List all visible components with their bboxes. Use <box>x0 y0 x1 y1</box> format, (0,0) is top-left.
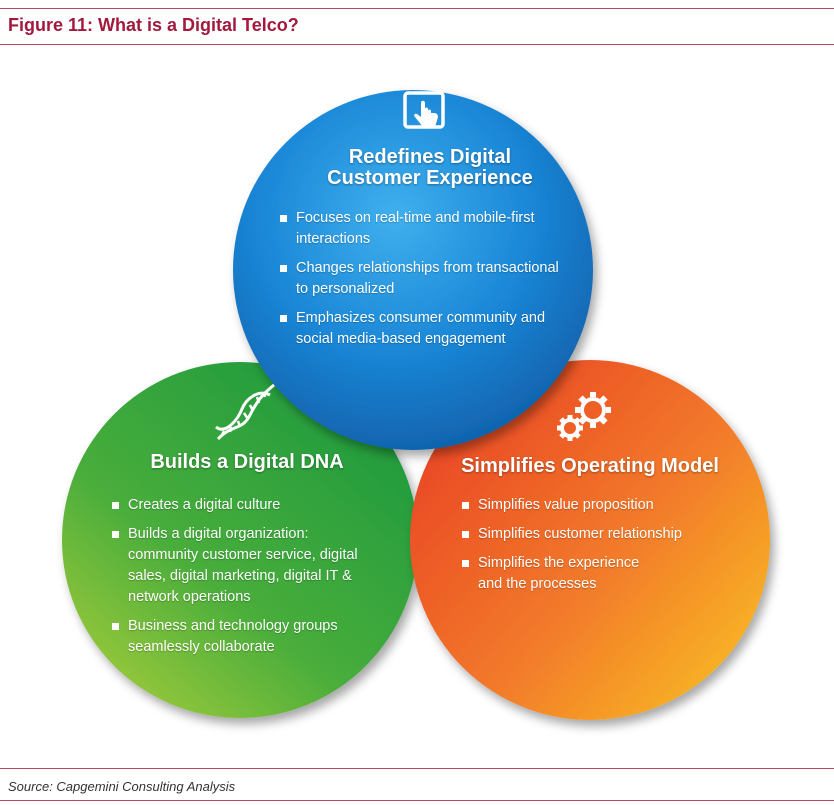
bullet-text: Simplifies the experience <box>478 555 640 571</box>
bullet-text: social media-based engagement <box>296 331 506 347</box>
bullet-text: Focuses on real-time and mobile-first <box>296 210 535 226</box>
green-bullet-3: Business and technology groups seamlessl… <box>112 616 382 658</box>
bullet-text: interactions <box>296 231 371 247</box>
green-circle <box>62 362 418 718</box>
bullet-text: to personalized <box>296 281 395 297</box>
green-bullet-list: Creates a digital culture Builds a digit… <box>112 495 382 666</box>
bullet-text: Simplifies value proposition <box>478 497 654 513</box>
bullet-text: community customer service, digital <box>128 547 358 563</box>
blue-heading-line1: Redefines Digital <box>348 146 512 168</box>
green-bullet-1: Creates a digital culture <box>112 495 382 516</box>
bullet-text: and the processes <box>478 576 597 592</box>
bullet-text: network operations <box>128 589 251 605</box>
blue-bullet-2: Changes relationships from transactional… <box>280 258 580 300</box>
orange-bullet-list: Simplifies value proposition Simplifies … <box>462 495 732 603</box>
top-rule <box>0 8 834 9</box>
orange-bullet-2: Simplifies customer relationship <box>462 524 732 545</box>
bullet-text: Emphasizes consumer community and <box>296 310 546 326</box>
bottom-rule <box>0 768 834 769</box>
bullet-text: Builds a digital organization: <box>128 526 309 542</box>
orange-circle <box>410 360 770 720</box>
blue-bullet-3: Emphasizes consumer community and social… <box>280 308 580 350</box>
orange-bullet-3: Simplifies the experience and the proces… <box>462 553 732 595</box>
bullet-text: Business and technology groups <box>128 618 338 634</box>
blue-bullet-list: Focuses on real-time and mobile-first in… <box>280 208 580 358</box>
bullet-text: seamlessly collaborate <box>128 639 275 655</box>
figure-title: Figure 11: What is a Digital Telco? <box>8 15 299 35</box>
source-note: Source: Capgemini Consulting Analysis <box>8 779 236 794</box>
orange-bullet-1: Simplifies value proposition <box>462 495 732 516</box>
bullet-text: sales, digital marketing, digital IT & <box>128 568 352 584</box>
gears-icon <box>557 392 611 441</box>
dna-icon <box>215 383 275 441</box>
footer-rule <box>0 800 834 801</box>
blue-heading: Redefines Digital Customer Experience <box>300 147 560 189</box>
orange-heading: Simplifies Operating Model <box>461 455 719 477</box>
blue-circle <box>233 90 593 450</box>
touch-tablet-icon <box>403 91 445 129</box>
blue-heading-line2: Customer Experience <box>327 167 533 189</box>
title-rule <box>0 44 834 45</box>
bullet-text: Creates a digital culture <box>128 497 281 513</box>
bullet-text: Simplifies customer relationship <box>478 526 682 542</box>
green-heading: Builds a Digital DNA <box>150 451 344 473</box>
green-bullet-2: Builds a digital organization: community… <box>112 524 382 608</box>
blue-bullet-1: Focuses on real-time and mobile-first in… <box>280 208 580 250</box>
bullet-text: Changes relationships from transactional <box>296 260 559 276</box>
